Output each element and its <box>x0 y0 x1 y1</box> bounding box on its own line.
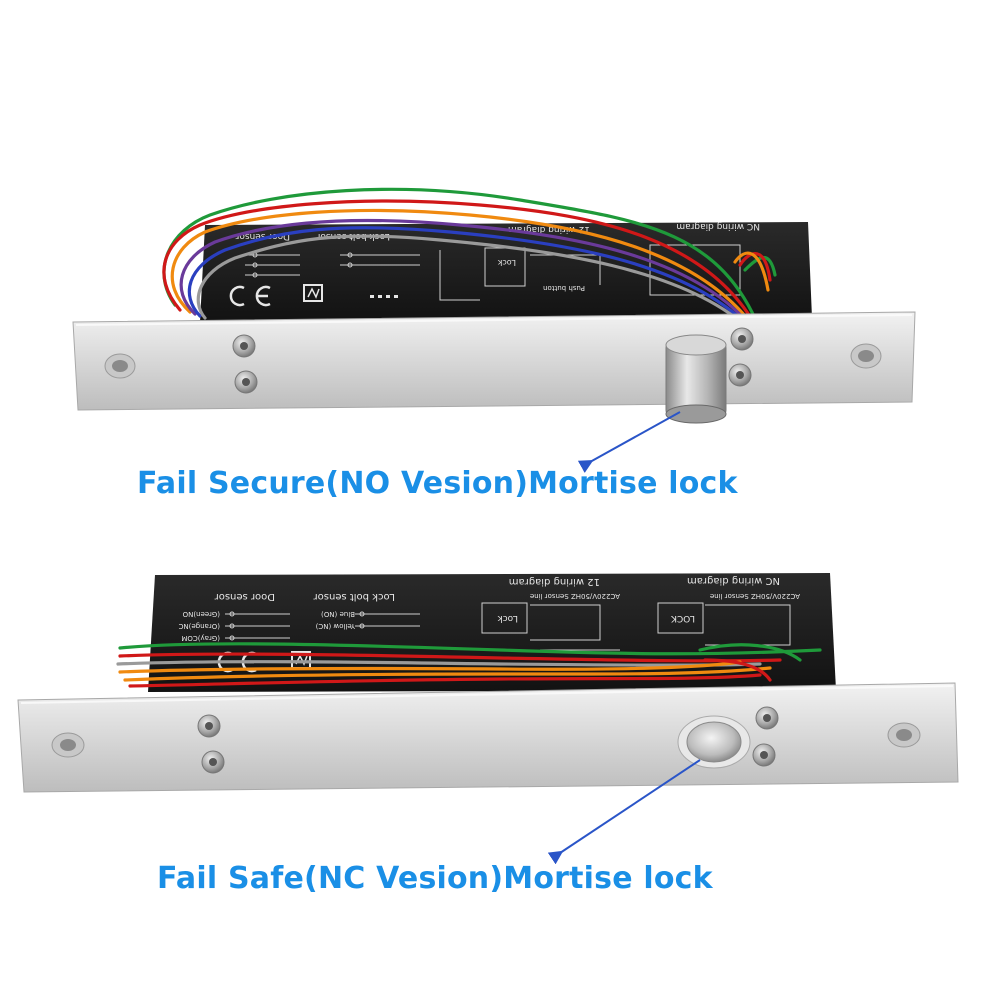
top-arrow <box>577 411 681 473</box>
bottom-face-plate <box>17 682 959 793</box>
bottom-pcb-sensor-line-2: AC220V/50HZ Sensor line <box>710 592 800 600</box>
bottom-pcb-nc-wiring: NC wiring diagram <box>687 575 780 586</box>
caption-fail-secure: Fail Secure(NO Vesion)Mortise lock <box>137 466 738 501</box>
bottom-pcb-green-no: (Green)NO <box>182 610 220 618</box>
bottom-pcb-orange-nc: (Orange)NC <box>178 622 220 630</box>
ce-mark-icon <box>229 285 271 307</box>
top-pcb-push-button: Push button <box>543 284 585 292</box>
top-pcb-lock-label: Lock <box>497 258 516 267</box>
bottom-wire-bundle <box>116 642 822 688</box>
top-lock-bolt <box>665 334 727 424</box>
bottom-pcb-blue-no: Blue (NO) <box>321 610 355 618</box>
bottom-pcb-sensor-line-1: AC220V/50HZ Sensor line <box>530 592 620 600</box>
bottom-pcb-gray-com: (Gray)COM <box>181 634 220 642</box>
top-pcb-nc-wiring: NC wiring diagram <box>676 221 760 231</box>
bottom-pcb-yellow-nc: Yellow (NC) <box>315 622 356 630</box>
top-pcb-12-wiring: 12 wiring diagram <box>508 224 590 234</box>
top-pcb-door-sensor: Door sensor <box>235 231 290 241</box>
top-face-plate <box>72 311 916 411</box>
top-wire-bundle <box>162 187 777 332</box>
top-screws <box>232 327 754 394</box>
bottom-arrow <box>547 759 701 865</box>
bottom-lock-bolt <box>677 715 751 769</box>
bottom-screws <box>197 706 779 774</box>
bottom-pcb-lock-bolt-sensor: Lock bolt sensor <box>313 591 395 602</box>
bottom-lock: Door sensor Lock bolt sensor 12 wiring d… <box>17 573 959 793</box>
bottom-pcb-lock-1: Lock <box>497 613 518 623</box>
bottom-pcb-lock-2: LOCK <box>670 613 695 623</box>
caption-fail-safe: Fail Safe(NC Vesion)Mortise lock <box>157 861 713 896</box>
bottom-pcb-door-sensor: Door sensor <box>214 591 275 602</box>
approval-mark-icon <box>303 284 323 302</box>
bottom-pcb-12-wiring: 12 wiring diagram <box>509 576 600 587</box>
top-lock: Door sensor Lock bolt sensor 12 wiring d… <box>72 187 916 424</box>
top-pcb-board <box>200 222 812 322</box>
